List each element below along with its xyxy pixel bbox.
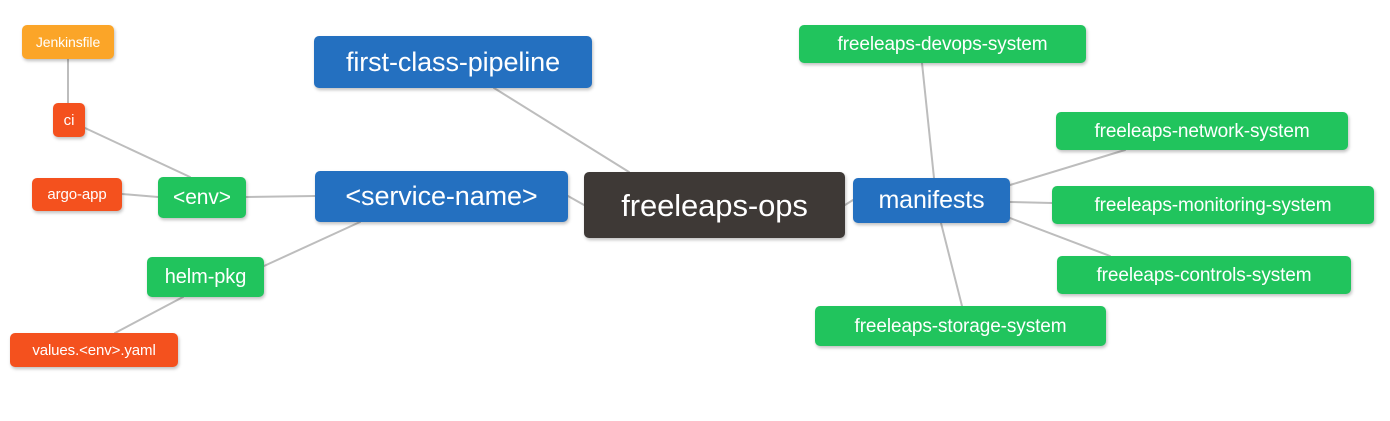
- node-manifests[interactable]: manifests: [853, 178, 1010, 223]
- node-label-jenkinsfile: Jenkinsfile: [35, 34, 101, 50]
- node-label-controls-system: freeleaps-controls-system: [1096, 264, 1312, 286]
- edge-manifests-to-network-system: [1009, 149, 1126, 186]
- edge-freeleaps-ops-to-manifests: [844, 199, 854, 206]
- edge-service-name-to-helm-pkg: [263, 221, 361, 267]
- node-first-class-pipeline[interactable]: first-class-pipeline: [314, 36, 592, 88]
- edge-env-to-ci: [84, 127, 191, 178]
- edge-helm-pkg-to-values-yaml: [114, 296, 184, 334]
- node-env[interactable]: <env>: [158, 177, 246, 218]
- node-label-first-class-pipeline: first-class-pipeline: [345, 46, 561, 77]
- edge-service-name-to-env: [245, 195, 316, 198]
- node-label-monitoring-system: freeleaps-monitoring-system: [1094, 194, 1332, 216]
- node-label-manifests: manifests: [878, 186, 985, 214]
- node-ci[interactable]: ci: [53, 103, 85, 137]
- node-network-system[interactable]: freeleaps-network-system: [1056, 112, 1348, 150]
- node-argo-app[interactable]: argo-app: [32, 178, 122, 211]
- node-controls-system[interactable]: freeleaps-controls-system: [1057, 256, 1351, 294]
- edge-freeleaps-ops-to-first-class-pipeline: [493, 87, 630, 173]
- node-monitoring-system[interactable]: freeleaps-monitoring-system: [1052, 186, 1374, 224]
- node-label-network-system: freeleaps-network-system: [1094, 120, 1310, 142]
- node-label-argo-app: argo-app: [47, 186, 107, 203]
- edge-manifests-to-monitoring-system: [1009, 201, 1053, 204]
- node-label-helm-pkg: helm-pkg: [164, 266, 247, 288]
- node-service-name[interactable]: <service-name>: [315, 171, 568, 222]
- edge-freeleaps-ops-to-service-name: [567, 195, 585, 206]
- node-label-devops-system: freeleaps-devops-system: [837, 33, 1048, 55]
- node-jenkinsfile[interactable]: Jenkinsfile: [22, 25, 114, 59]
- node-helm-pkg[interactable]: helm-pkg: [147, 257, 264, 297]
- node-label-values-yaml: values.<env>.yaml: [32, 341, 156, 359]
- node-freeleaps-ops[interactable]: freeleaps-ops: [584, 172, 845, 238]
- node-devops-system[interactable]: freeleaps-devops-system: [799, 25, 1086, 63]
- edge-env-to-argo-app: [121, 193, 159, 198]
- node-label-storage-system: freeleaps-storage-system: [854, 315, 1067, 337]
- node-label-freeleaps-ops: freeleaps-ops: [621, 187, 808, 223]
- edge-manifests-to-storage-system: [940, 222, 963, 307]
- node-label-ci: ci: [63, 111, 75, 129]
- node-values-yaml[interactable]: values.<env>.yaml: [10, 333, 178, 367]
- node-label-env: <env>: [173, 186, 231, 209]
- edge-manifests-to-devops-system: [921, 62, 935, 179]
- node-label-service-name: <service-name>: [345, 181, 538, 211]
- node-storage-system[interactable]: freeleaps-storage-system: [815, 306, 1106, 346]
